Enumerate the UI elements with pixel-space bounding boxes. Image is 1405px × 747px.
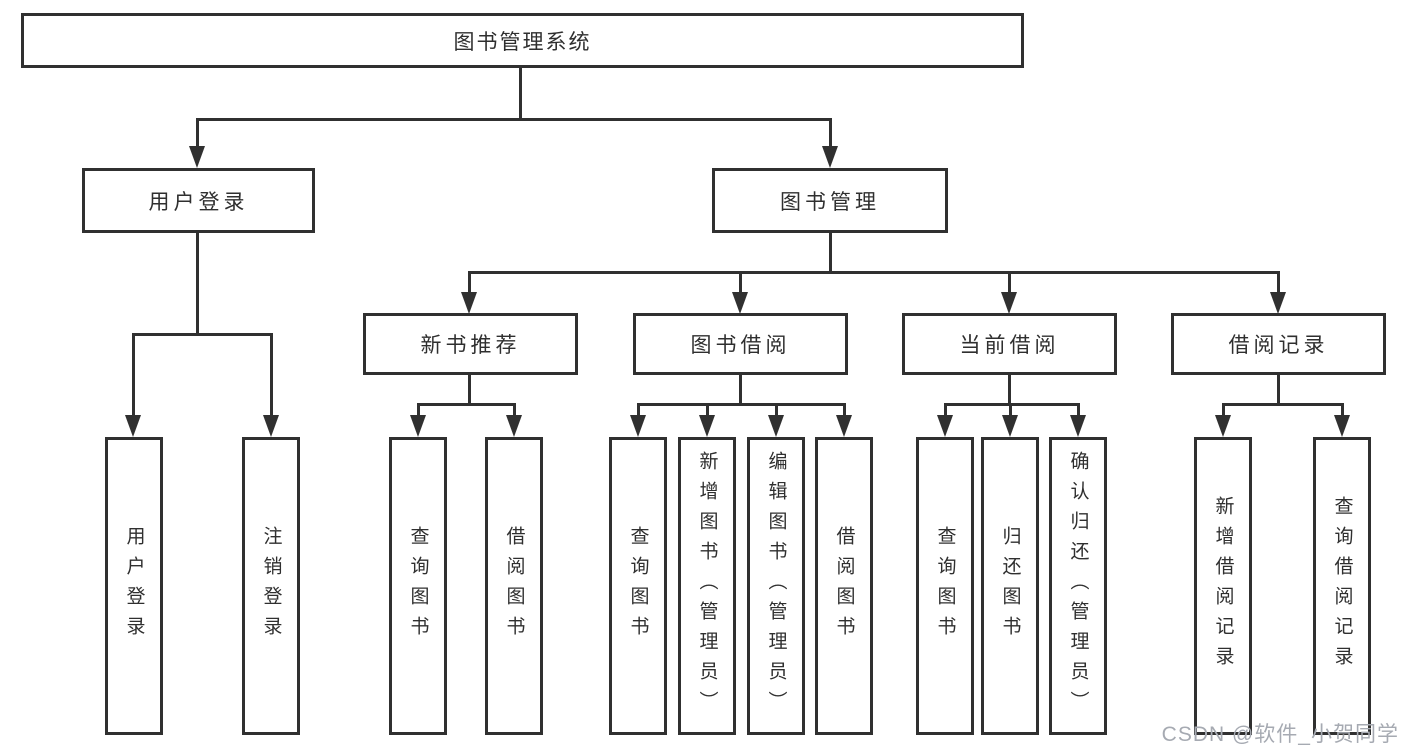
node-label: 新增图书（管理员） bbox=[696, 451, 718, 721]
node-label: 新书推荐 bbox=[420, 334, 521, 357]
connector-stem bbox=[1008, 375, 1011, 405]
node-leaf-return-books: 归还图书 bbox=[981, 437, 1039, 735]
node-label: 编辑图书（管理员） bbox=[765, 451, 787, 721]
arrowhead bbox=[461, 292, 477, 314]
node-label: 确认归还（管理员） bbox=[1067, 451, 1089, 721]
arrowhead bbox=[506, 415, 522, 437]
node-label: 归还图书 bbox=[999, 526, 1021, 646]
connector-stem bbox=[1008, 271, 1011, 295]
connector-stem bbox=[843, 403, 846, 419]
connector-root-stem bbox=[519, 68, 522, 120]
arrowhead bbox=[1001, 292, 1017, 314]
node-leaf-logout: 注销登录 bbox=[242, 437, 300, 735]
connector-branch-new-book bbox=[417, 403, 516, 406]
connector-stem bbox=[196, 232, 199, 335]
node-leaf-borrow-books-recommend: 借阅图书 bbox=[485, 437, 543, 735]
arrowhead bbox=[410, 415, 426, 437]
arrowhead bbox=[1334, 415, 1350, 437]
connector-stem bbox=[468, 375, 471, 405]
connector-stem bbox=[1341, 403, 1344, 419]
node-leaf-edit-book-admin: 编辑图书（管理员） bbox=[747, 437, 805, 735]
arrowhead bbox=[699, 415, 715, 437]
node-book-management: 图书管理 bbox=[712, 168, 948, 233]
node-leaf-query-books-current: 查询图书 bbox=[916, 437, 974, 735]
connector-stem bbox=[739, 375, 742, 405]
node-label: 注销登录 bbox=[260, 526, 282, 646]
connector-stem bbox=[196, 118, 199, 148]
connector-stem bbox=[468, 271, 471, 295]
arrowhead bbox=[1270, 292, 1286, 314]
arrowhead bbox=[768, 415, 784, 437]
arrowhead bbox=[630, 415, 646, 437]
arrowhead bbox=[1070, 415, 1086, 437]
node-label: 借阅图书 bbox=[833, 526, 855, 646]
connector-stem bbox=[637, 403, 640, 419]
connector-stem bbox=[1077, 403, 1080, 419]
connector-branch-current-borrow bbox=[944, 403, 1080, 406]
connector-stem bbox=[1277, 375, 1280, 405]
arrowhead bbox=[263, 415, 279, 437]
arrowhead bbox=[1215, 415, 1231, 437]
node-label: 用户登录 bbox=[148, 190, 249, 214]
connector-stem bbox=[417, 403, 420, 419]
node-label: 查询图书 bbox=[407, 526, 429, 646]
arrowhead bbox=[189, 146, 205, 168]
node-borrow-records: 借阅记录 bbox=[1171, 313, 1386, 375]
node-leaf-query-borrow-record: 查询借阅记录 bbox=[1313, 437, 1371, 735]
node-leaf-add-borrow-record: 新增借阅记录 bbox=[1194, 437, 1252, 735]
connector-stem bbox=[1009, 403, 1012, 419]
connector-branch-level1 bbox=[196, 118, 832, 121]
node-leaf-add-book-admin: 新增图书（管理员） bbox=[678, 437, 736, 735]
node-leaf-confirm-return-admin: 确认归还（管理员） bbox=[1049, 437, 1107, 735]
connector-branch-borrow-records bbox=[1222, 403, 1344, 406]
connector-stem bbox=[775, 403, 778, 419]
connector-branch-book-borrow bbox=[637, 403, 846, 406]
node-label: 查询借阅记录 bbox=[1331, 496, 1353, 676]
node-label: 用户登录 bbox=[123, 526, 145, 646]
node-leaf-query-books-borrow: 查询图书 bbox=[609, 437, 667, 735]
connector-stem bbox=[829, 118, 832, 148]
connector-stem bbox=[1222, 403, 1225, 419]
connector-branch-level2 bbox=[468, 271, 1280, 274]
node-label: 图书借阅 bbox=[690, 334, 791, 357]
connector-stem bbox=[513, 403, 516, 419]
arrowhead bbox=[822, 146, 838, 168]
connector-stem bbox=[270, 333, 273, 418]
connector-branch-user-login bbox=[132, 333, 273, 336]
node-book-borrow: 图书借阅 bbox=[633, 313, 848, 375]
node-label: 查询图书 bbox=[934, 526, 956, 646]
node-label: 当前借阅 bbox=[959, 334, 1060, 357]
node-leaf-borrow-books: 借阅图书 bbox=[815, 437, 873, 735]
node-label: 图书管理 bbox=[780, 190, 880, 214]
arrowhead bbox=[937, 415, 953, 437]
watermark: CSDN @软件_小贺同学 bbox=[1161, 723, 1399, 746]
node-current-borrow: 当前借阅 bbox=[902, 313, 1117, 375]
connector-stem bbox=[739, 271, 742, 295]
arrowhead bbox=[732, 292, 748, 314]
connector-stem bbox=[706, 403, 709, 419]
connector-stem bbox=[944, 403, 947, 419]
node-label: 查询图书 bbox=[627, 526, 649, 646]
node-leaf-user-login: 用户登录 bbox=[105, 437, 163, 735]
connector-stem bbox=[1277, 271, 1280, 295]
arrowhead bbox=[836, 415, 852, 437]
node-label: 借阅图书 bbox=[503, 526, 525, 646]
node-label: 新增借阅记录 bbox=[1212, 496, 1234, 676]
node-user-login: 用户登录 bbox=[82, 168, 315, 233]
connector-stem bbox=[829, 232, 832, 273]
arrowhead bbox=[125, 415, 141, 437]
arrowhead bbox=[1002, 415, 1018, 437]
connector-stem bbox=[132, 333, 135, 418]
node-label: 借阅记录 bbox=[1228, 334, 1329, 357]
node-leaf-query-books-recommend: 查询图书 bbox=[389, 437, 447, 735]
node-root-system: 图书管理系统 bbox=[21, 13, 1024, 68]
node-new-book-recommend: 新书推荐 bbox=[363, 313, 578, 375]
node-label: 图书管理系统 bbox=[453, 30, 592, 54]
